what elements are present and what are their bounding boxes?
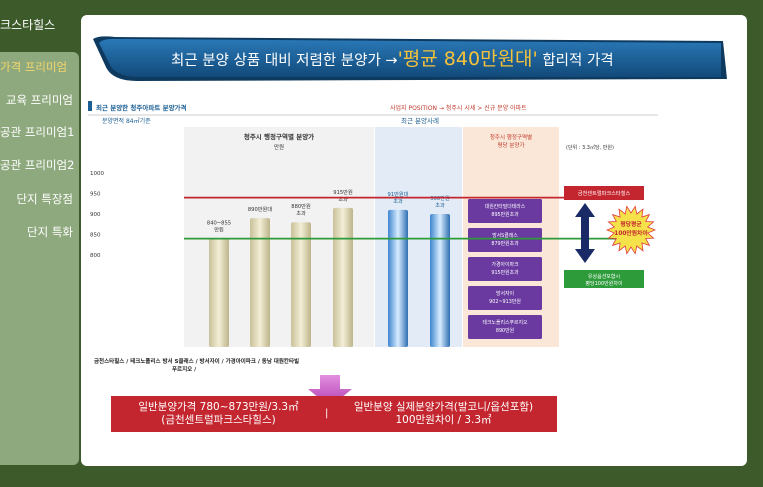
header-marker — [88, 101, 92, 111]
purple-item-box — [468, 286, 542, 310]
starburst-text-2: 100만원차이 — [614, 229, 647, 237]
summary-left: 일반분양가격 780~873만원/3.3㎡ (금천센트럴파크스타힐스) — [111, 401, 326, 427]
group1-title: 청주시 행정구역별 분양가 — [244, 132, 314, 141]
callout-bottom-text-2: 평당100만원차이 — [585, 280, 622, 287]
purple-item-box — [468, 228, 542, 252]
bar-1 — [209, 238, 229, 347]
summary-banner: 일반분양가격 780~873만원/3.3㎡ (금천센트럴파크스타힐스) | 일반… — [111, 396, 557, 432]
bar-label: 만원 — [214, 226, 224, 234]
y-tick-label: 900 — [90, 212, 101, 218]
summary-right: 일반분양 실제분양가격(발코니/옵션포함) 100만원차이 / 3.3㎡ — [336, 401, 551, 427]
purple-item-text: 895만원초과 — [491, 211, 519, 218]
down-arrow-icon — [308, 375, 352, 407]
starburst-text-1: 평당평균 — [620, 220, 642, 228]
nav-item-park-premium-2[interactable]: 공관 프리미엄2 — [0, 158, 75, 172]
purple-item-box — [468, 257, 542, 281]
nav-item-education-premium[interactable]: 교육 프리미엄 — [5, 93, 73, 107]
bar-6 — [430, 214, 450, 347]
banner-shape — [93, 36, 727, 81]
callout-top-box — [564, 186, 644, 200]
summary-left-line2: (금천센트럴파크스타힐스) — [161, 414, 276, 426]
bar-5 — [388, 209, 408, 347]
bar-label: 초과 — [338, 195, 348, 203]
summary-separator: | — [325, 408, 329, 419]
figure-sub-left: 분양면적 84㎡기준 — [102, 117, 151, 125]
purple-item-text: 879만원초과 — [491, 240, 519, 247]
bar-label: 880만원 — [291, 202, 311, 210]
purple-item-text: 915만원초과 — [491, 269, 519, 276]
starburst-icon — [605, 205, 657, 255]
sidebar-nav: 가격 프리미엄 교육 프리미엄 공관 프리미엄1 공관 프리미엄2 단지 특장점… — [0, 52, 79, 465]
nav-item-park-premium-1[interactable]: 공관 프리미엄1 — [0, 125, 75, 139]
bar-label: 초과 — [393, 197, 403, 205]
y-tick-label: 1000 — [90, 171, 104, 177]
callout-bottom-text-1: 유상옵션포함시 — [588, 273, 620, 280]
nav-item-complex-features[interactable]: 단지 특장점 — [16, 192, 73, 206]
bar-label: 840~855 — [207, 221, 231, 227]
unit-label: (단위 : 3.3㎡당, 만원) — [566, 144, 614, 151]
page-banner: 최근 분양 상품 대비 저렴한 분양가 →'평균 840만원대' 합리적 가격 — [91, 35, 729, 83]
summary-left-line1: 일반분양가격 780~873만원/3.3㎡ — [138, 401, 299, 413]
purple-item-text: 대원칸타빌더테라스 — [485, 203, 526, 210]
purple-item-text: 방서S클래스 — [492, 232, 518, 239]
bar-3 — [291, 222, 311, 347]
difference-arrow-icon — [575, 203, 595, 263]
figure-header-left: 최근 분양한 청주아파트 분양가격 — [96, 103, 187, 112]
purple-item-box — [468, 199, 542, 223]
bar-2 — [250, 218, 270, 347]
purple-item-box — [468, 315, 542, 339]
group3-title-2: 평당 분양가 — [497, 141, 524, 149]
bar-4 — [333, 207, 353, 347]
purple-item-text: 890만원 — [496, 327, 514, 334]
callout-bottom-box — [564, 270, 644, 288]
bar-label: 초과 — [296, 209, 306, 217]
figure-sub-mid: 최근 분양사례 — [401, 116, 439, 125]
group1-unit: 만원 — [274, 143, 284, 151]
summary-right-line2: 100만원차이 / 3.3㎡ — [395, 414, 492, 426]
site-title: 크스타힐스 — [0, 18, 56, 32]
bar-label: 890만원대 — [248, 205, 272, 213]
bar-label: 91만원대 — [388, 190, 409, 198]
price-comparison-figure: 최근 분양한 청주아파트 분양가격 사업지 POSITION → 청주시 시세 … — [88, 93, 658, 376]
group3-title-1: 청주시 행정구역별 — [490, 133, 532, 141]
purple-item-text: 902~913만원 — [489, 298, 521, 305]
price-chart: 최근 분양한 청주아파트 분양가격 사업지 POSITION → 청주시 시세 … — [88, 101, 658, 373]
figure-header-right: 사업지 POSITION → 청주시 시세 > 신규 분양 아파트 — [390, 104, 527, 112]
callout-top-text: 금천센트럴파크스타힐스 — [578, 189, 631, 197]
y-tick-label: 950 — [90, 192, 101, 198]
purple-item-text: 방서자이 — [496, 290, 514, 297]
y-tick-label: 800 — [90, 253, 101, 259]
nav-item-complex-special[interactable]: 단지 특화 — [27, 225, 73, 239]
bar-label: 915만원 — [333, 188, 353, 196]
summary-right-line1: 일반분양 실제분양가격(발코니/옵션포함) — [353, 401, 534, 413]
y-tick-label: 850 — [90, 233, 101, 239]
bar-label: 초과 — [435, 201, 445, 209]
nav-item-price-premium[interactable]: 가격 프리미엄 — [0, 60, 68, 74]
x-caption: 금천스타힐스 / 테크노폴리스 방서 S클래스 / 방서자이 / 가경아이파크 … — [94, 357, 299, 365]
banner-title: 최근 분양 상품 대비 저렴한 분양가 →'평균 840만원대' 합리적 가격 — [171, 48, 614, 70]
x-caption-sub: 푸르지오 / — [172, 365, 197, 373]
purple-item-text: 가경아이파크 — [492, 261, 519, 268]
purple-item-text: 테크노폴리스푸르지오 — [483, 319, 528, 326]
